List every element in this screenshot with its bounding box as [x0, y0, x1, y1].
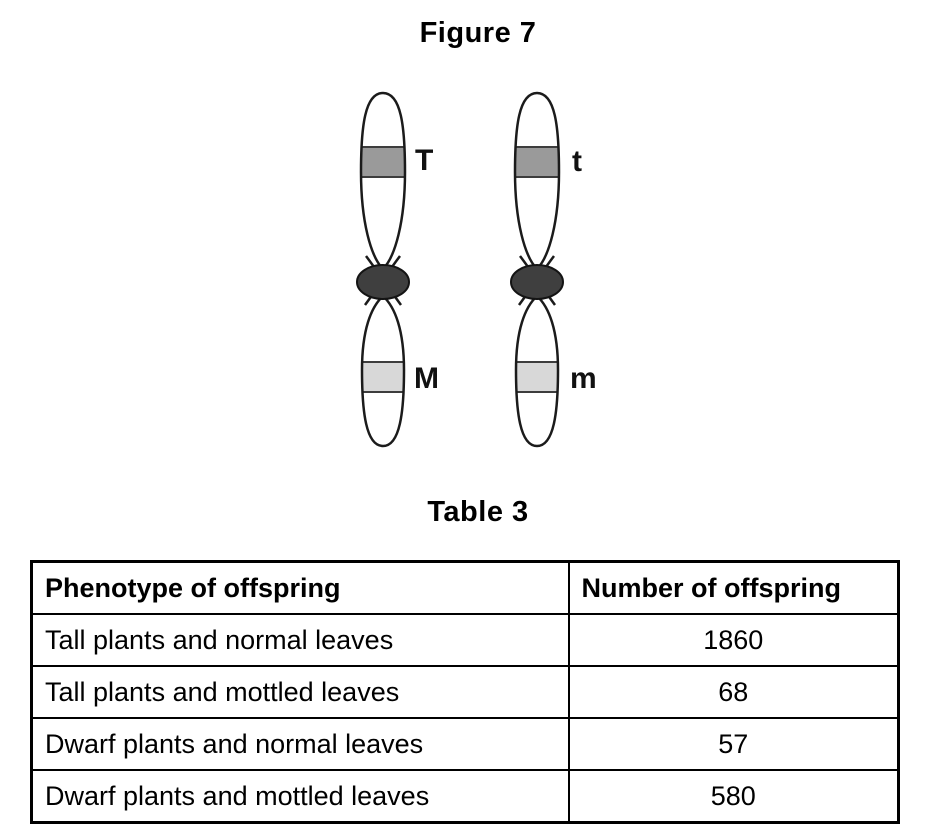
allele-label-M: M — [414, 362, 439, 395]
table-row: Dwarf plants and normal leaves 57 — [30, 717, 900, 771]
t-allele-band — [515, 147, 559, 177]
table-row: Tall plants and mottled leaves 68 — [30, 665, 900, 719]
centromere — [510, 264, 564, 300]
number-cell: 580 — [567, 769, 900, 824]
offspring-table: Phenotype of offspring Number of offspri… — [30, 560, 900, 824]
chromosome-left: T M — [356, 91, 439, 448]
top-arm-outline — [359, 91, 407, 271]
m-allele-band — [516, 362, 558, 392]
allele-label-t: t — [572, 145, 582, 178]
bottom-band-group — [362, 361, 404, 393]
table-header-row: Phenotype of offspring Number of offspri… — [30, 560, 900, 615]
column-header-number: Number of offspring — [567, 560, 900, 615]
phenotype-cell: Tall plants and mottled leaves — [30, 665, 570, 719]
chromosome-right: t m — [510, 91, 597, 448]
bottom-band-group — [516, 361, 558, 393]
phenotype-cell: Tall plants and normal leaves — [30, 613, 570, 667]
number-cell: 57 — [567, 717, 900, 771]
column-header-phenotype: Phenotype of offspring — [30, 560, 570, 615]
phenotype-cell: Dwarf plants and mottled leaves — [30, 769, 570, 824]
top-arm-outline — [513, 91, 561, 271]
phenotype-cell: Dwarf plants and normal leaves — [30, 717, 570, 771]
centromere — [356, 264, 410, 300]
table-title: Table 3 — [427, 496, 529, 528]
chromosome-diagram: T M t m — [356, 91, 597, 448]
allele-label-m: m — [570, 362, 597, 395]
number-cell: 1860 — [567, 613, 900, 667]
allele-label-T: T — [415, 144, 433, 177]
top-band-group — [515, 146, 559, 178]
top-band-group — [361, 146, 405, 178]
table-row: Tall plants and normal leaves 1860 — [30, 613, 900, 667]
table-row: Dwarf plants and mottled leaves 580 — [30, 769, 900, 824]
t-allele-band — [361, 147, 405, 177]
m-allele-band — [362, 362, 404, 392]
bottom-arm-outline — [360, 294, 406, 448]
figure-title: Figure 7 — [419, 17, 537, 49]
number-cell: 68 — [567, 665, 900, 719]
bottom-arm-outline — [514, 294, 560, 448]
